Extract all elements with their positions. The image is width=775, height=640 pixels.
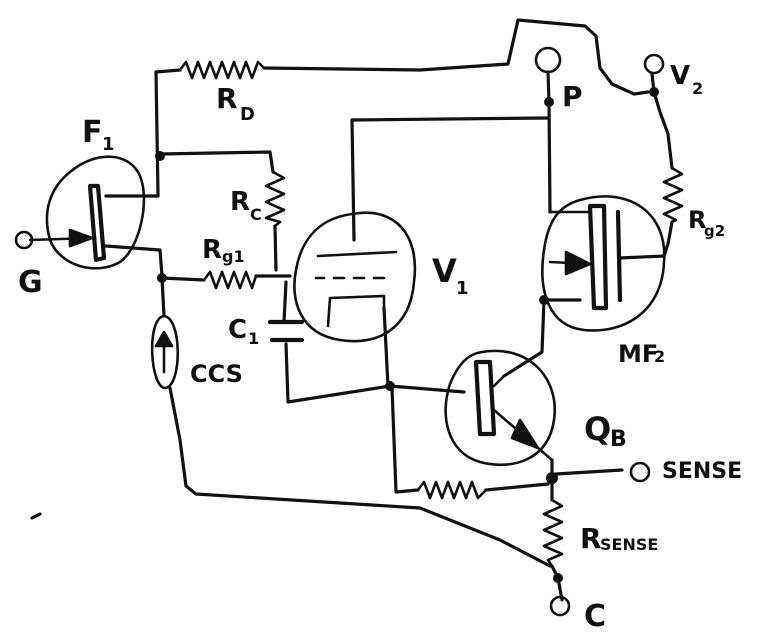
label-plate: P: [562, 80, 583, 113]
junction-dots: [155, 87, 659, 583]
resistor-rg2: [662, 166, 684, 224]
label-v1-sub: 1: [456, 278, 469, 299]
label-rc-sub: C: [250, 205, 262, 224]
resistor-rsense: [542, 498, 564, 568]
label-mf2: MF: [618, 340, 658, 368]
label-rg2-sub: g2: [704, 222, 725, 240]
label-ccs: CCS: [190, 360, 243, 388]
label-rg1-sub: g1: [222, 247, 245, 266]
label-v2-sub: 2: [692, 79, 703, 98]
label-mf2-sub: 2: [654, 347, 665, 366]
bjt-qb: [444, 349, 557, 466]
label-v2: V: [670, 61, 690, 91]
stray-mark: [30, 512, 42, 520]
label-v1: V: [432, 252, 457, 290]
label-sense: SENSE: [662, 459, 742, 484]
capacitor-c1: [267, 319, 305, 343]
label-rg1: R: [202, 235, 222, 265]
label-rsense-sub: SENSE: [600, 535, 658, 554]
label-rc: R: [230, 187, 250, 217]
label-gate: G: [18, 265, 43, 300]
resistor-bottom: [416, 480, 488, 500]
label-cathode: C: [584, 599, 606, 634]
resistor-rg1: [202, 270, 258, 290]
label-c1-sub: 1: [248, 329, 259, 348]
terminals: [14, 46, 665, 617]
resistor-rc: [264, 170, 286, 228]
triode-v1: [293, 211, 417, 343]
resistor-rd: [178, 60, 266, 80]
jfet-f1: [28, 155, 146, 270]
label-qb: Q: [584, 410, 611, 448]
label-rd: R: [216, 82, 238, 115]
wires: [104, 18, 674, 602]
label-rd-sub: D: [240, 104, 255, 125]
label-f1: F: [82, 115, 103, 150]
current-source: [150, 314, 180, 390]
mosfet-mf2: [541, 195, 666, 332]
label-rg2: R: [688, 206, 706, 234]
label-qb-sub: B: [610, 427, 627, 452]
label-c1: C: [228, 315, 247, 345]
label-f1-sub: 1: [102, 134, 115, 155]
label-rsense: R: [580, 522, 602, 555]
